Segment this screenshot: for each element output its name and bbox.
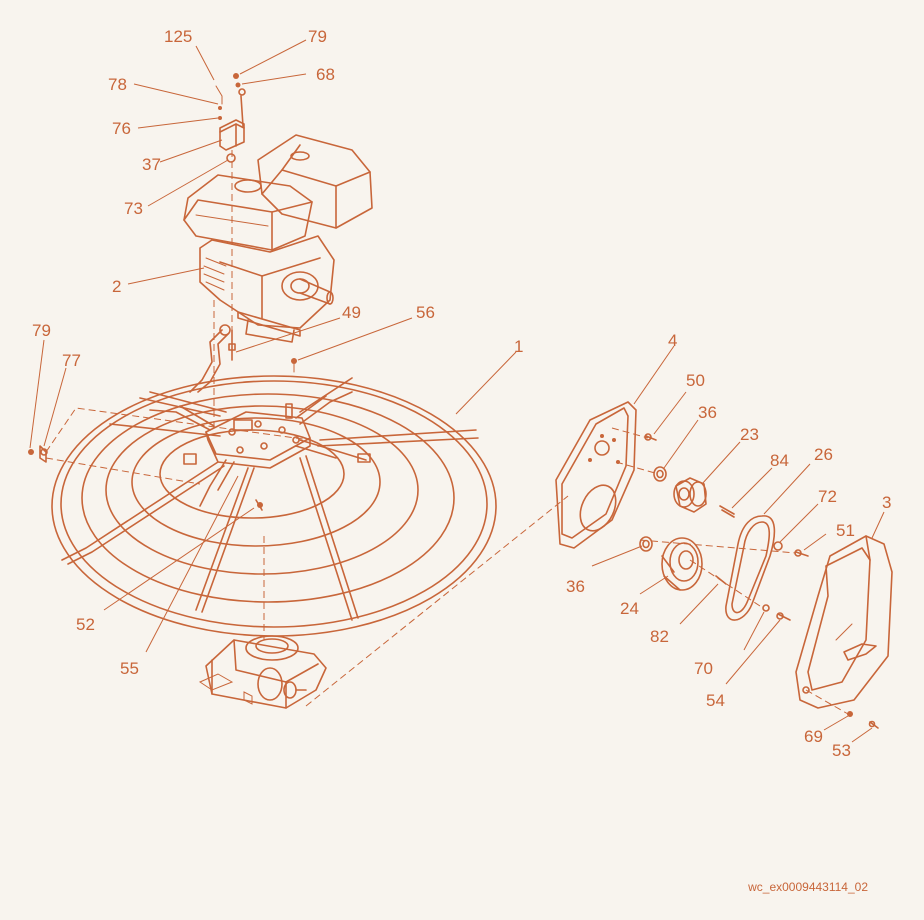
- callout-69: 69: [804, 727, 823, 746]
- drawing-reference: wc_ex0009443114_02: [747, 880, 868, 894]
- callout-49: 49: [342, 303, 361, 322]
- callout-23: 23: [740, 425, 759, 444]
- callout-1: 1: [514, 337, 523, 356]
- callout-72: 72: [818, 487, 837, 506]
- callout-56: 56: [416, 303, 435, 322]
- callout-37: 37: [142, 155, 161, 174]
- callout-53: 53: [832, 741, 851, 760]
- callout-4: 4: [668, 331, 677, 350]
- callout-3: 3: [882, 493, 891, 512]
- mounting-plate: [555, 401, 637, 549]
- callout-55: 55: [120, 659, 139, 678]
- callout-78: 78: [108, 75, 127, 94]
- callout-50: 50: [686, 371, 705, 390]
- callout-76: 76: [112, 119, 131, 138]
- callout-26: 26: [814, 445, 833, 464]
- callout-79-left: 79: [32, 321, 51, 340]
- belt-cover: [795, 535, 893, 709]
- callout-82: 82: [650, 627, 669, 646]
- callout-51: 51: [836, 521, 855, 540]
- callout-79-top: 79: [308, 27, 327, 46]
- callout-70: 70: [694, 659, 713, 678]
- callout-84: 84: [770, 451, 789, 470]
- callout-36-upper: 36: [698, 403, 717, 422]
- callout-2: 2: [112, 277, 121, 296]
- gearbox: [198, 635, 327, 709]
- callout-52: 52: [76, 615, 95, 634]
- guard-fasteners: [28, 407, 311, 485]
- callout-numbers: 125 79 68 78 76 37 73 2 49 56 1 79 77 4 …: [32, 27, 891, 760]
- throttle-switch-assembly: [215, 73, 246, 163]
- belt-drive-assembly: [555, 401, 893, 729]
- callout-125: 125: [164, 27, 192, 46]
- assembly-line-drive: [305, 495, 569, 707]
- callout-68: 68: [316, 65, 335, 84]
- leader-lines: [29, 39, 885, 743]
- callout-77: 77: [62, 351, 81, 370]
- callout-73: 73: [124, 199, 143, 218]
- callout-24: 24: [620, 599, 639, 618]
- callout-54: 54: [706, 691, 725, 710]
- callout-36-lower: 36: [566, 577, 585, 596]
